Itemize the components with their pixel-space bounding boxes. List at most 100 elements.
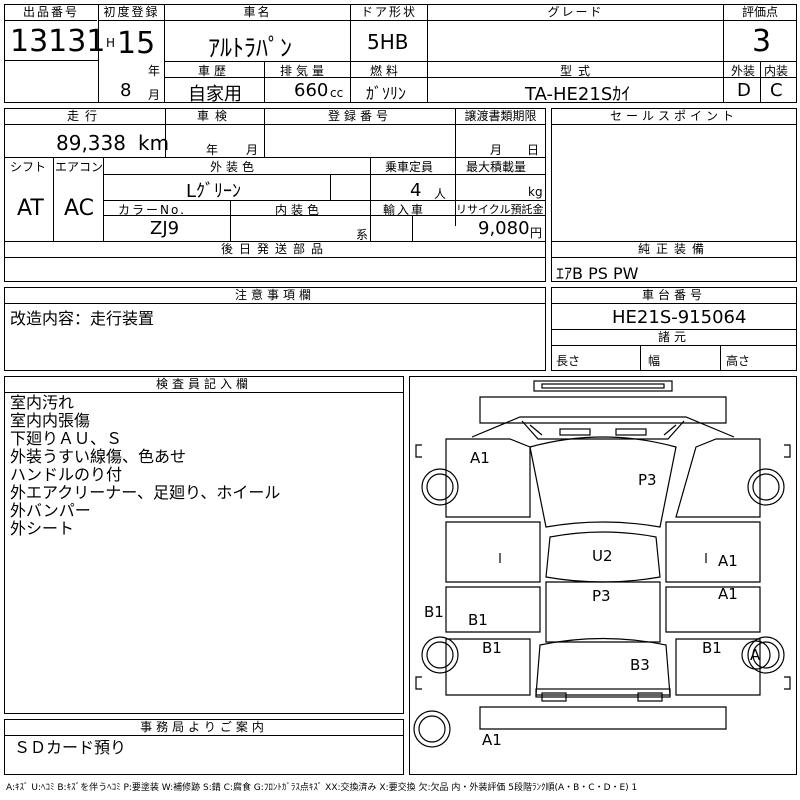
damage-mark: P3 — [592, 587, 611, 605]
later-parts-label: 後日発送部品 — [5, 242, 545, 258]
history-label: 車歴 — [198, 64, 231, 78]
inspector-note: 下廻りＡＵ、Ｓ — [10, 429, 123, 448]
reg-month: 8 — [120, 80, 132, 101]
mileage-label: 走行 — [5, 109, 165, 125]
shift: AT — [17, 196, 44, 221]
damage-mark: B3 — [630, 656, 650, 674]
capacity-unit: 人 — [434, 187, 447, 201]
capacity-label: 乗車定員 — [385, 160, 434, 174]
inspector-note: 外エアクリーナー、足廻り、ホイール — [10, 483, 281, 502]
month-unit: 月 — [148, 88, 161, 102]
model: TA-HE21Sｶｲ — [525, 84, 631, 105]
chassis-label: 車台番号 — [552, 288, 796, 304]
fuel: ｶﾞｿﾘﾝ — [366, 84, 407, 103]
ext-color-label: 外装色 — [210, 160, 259, 174]
damage-mark: B1 — [702, 639, 722, 657]
ext-color: Lｸﾞﾘｰﾝ — [186, 181, 242, 202]
door-type: 5HB — [367, 30, 409, 54]
inspector-note: 室内内張傷 — [10, 411, 91, 430]
interior-grade: C — [770, 80, 783, 101]
score-label: 評価点 — [724, 5, 796, 21]
sales-point-label: セールスポイント — [552, 109, 796, 125]
damage-mark: B1 — [424, 603, 444, 621]
damage-mark: A1 — [482, 731, 502, 749]
score: 3 — [752, 24, 772, 59]
reg-year: 15 — [117, 26, 156, 61]
ac: AC — [64, 196, 95, 221]
first-reg-label: 初度登録 — [99, 5, 164, 21]
equipment: ｴｱB PS PW — [556, 264, 639, 283]
mileage-unit: km — [138, 131, 170, 155]
damage-mark: U2 — [592, 547, 613, 565]
reg-number-label: 登録番号 — [265, 109, 455, 125]
legend: A:ｷｽﾞ U:ﾍｺﾐ B:ｷｽﾞを伴うﾍｺﾐ P:要塗装 W:補修跡 S:錆 … — [6, 783, 638, 793]
inspection-label: 車検 — [166, 109, 264, 125]
int-color-unit: 系 — [356, 228, 369, 242]
int-color-label: 内装色 — [275, 203, 324, 217]
color-no-label: カラーNo. — [118, 203, 186, 217]
max-load-label: 最大積載量 — [466, 160, 527, 174]
caution-label: 注意事項欄 — [5, 288, 545, 304]
inspection-year-unit: 年 — [206, 143, 219, 157]
office-content: ＳＤカード預り — [14, 738, 127, 757]
damage-mark: A1 — [470, 449, 490, 467]
office-label: 事務局よりご案内 — [5, 720, 403, 736]
inspector-label: 検査員記入欄 — [5, 377, 403, 393]
dims-label: 諸元 — [552, 330, 796, 346]
grade-label: グレード — [428, 5, 723, 21]
ac-label: エアコン — [55, 160, 104, 174]
fuel-label: 燃料 — [370, 64, 403, 78]
inspection-month-unit: 月 — [246, 143, 259, 157]
inspector-notes: 室内汚れ 室内内張傷 下廻りＡＵ、Ｓ 外装うすい線傷、色あせ ハンドルのり付 外… — [10, 394, 280, 538]
chassis-number: HE21S-915064 — [612, 307, 747, 328]
damage-mark: A1 — [718, 585, 738, 603]
recycle-unit: 円 — [530, 226, 543, 240]
inspector-note: 室内汚れ — [10, 393, 75, 412]
caution-block — [4, 287, 546, 371]
transfer-month-unit: 月 — [490, 143, 503, 157]
interior-label: 内装 — [764, 64, 789, 78]
caution-content: 改造内容：走行装置 — [10, 309, 155, 328]
height-label: 高さ — [726, 354, 751, 368]
displacement: 660 — [294, 80, 329, 101]
lot-number: 13131 — [10, 24, 106, 59]
history: 自家用 — [188, 84, 242, 105]
transfer-label: 譲渡書類期限 — [456, 109, 545, 125]
exterior-label: 外装 — [731, 64, 756, 78]
shift-label: シフト — [10, 160, 47, 174]
model-label: 型式 — [560, 64, 597, 78]
damage-diagram: A1 P3 U2 A1 A1 P3 B1 B1 B1 B1 B3 A A1 — [409, 376, 797, 775]
year-unit: 年 — [148, 64, 161, 78]
length-label: 長さ — [556, 354, 581, 368]
inspector-note: 外装うすい線傷、色あせ — [10, 447, 187, 466]
displacement-label: 排気量 — [280, 64, 329, 78]
import-label: 輸入車 — [383, 203, 426, 217]
transfer-day-unit: 日 — [527, 143, 540, 157]
door-label: ドア形状 — [351, 5, 427, 21]
displacement-unit: cc — [330, 86, 344, 100]
inspector-note: ハンドルのり付 — [10, 465, 123, 484]
damage-mark: B1 — [482, 639, 502, 657]
recycle-label: リサイクル預託金 — [456, 203, 544, 216]
inspector-note: 外シート — [10, 519, 75, 538]
sales-point-block — [551, 108, 797, 282]
damage-mark: A1 — [718, 552, 738, 570]
equipment-label: 純正装備 — [552, 242, 796, 258]
vehicle-detail-block — [4, 108, 546, 282]
car-outline-diagram: A1 P3 U2 A1 A1 P3 B1 B1 B1 B1 B3 A A1 — [413, 380, 791, 749]
capacity: 4 — [410, 180, 422, 201]
era: H — [106, 36, 116, 50]
inspector-block — [4, 376, 404, 714]
exterior-grade: D — [737, 80, 751, 101]
width-label: 幅 — [648, 354, 661, 368]
damage-mark: A — [750, 646, 761, 664]
lot-number-label: 出品番号 — [5, 5, 97, 21]
damage-mark: B1 — [468, 611, 488, 629]
car-name: ｱﾙﾄﾗﾊﾟﾝ — [208, 34, 292, 62]
max-load-unit: kg — [528, 185, 543, 199]
color-no: ZJ9 — [150, 218, 180, 239]
recycle-deposit: 9,080 — [478, 218, 530, 239]
office-block — [4, 719, 404, 775]
mileage: 89,338 — [56, 131, 126, 155]
inspector-note: 外バンパー — [10, 501, 91, 520]
